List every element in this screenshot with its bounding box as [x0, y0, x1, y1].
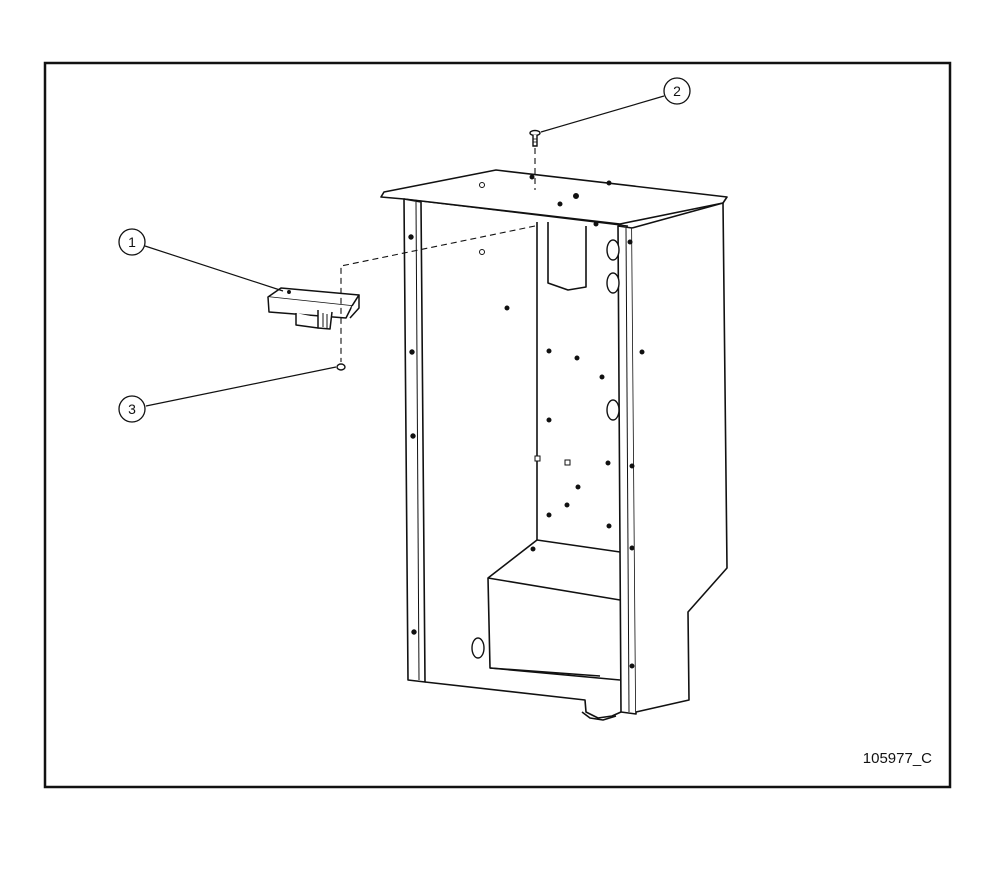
callout-1: 1 [118, 228, 146, 256]
drawing-number: 105977_C [863, 750, 932, 767]
drawing-frame [43, 61, 952, 789]
callout-3-label: 3 [128, 401, 136, 417]
conduit-knockouts [471, 239, 620, 659]
enclosure-holes [408, 174, 645, 669]
callout-2-label: 2 [673, 83, 681, 99]
leader-lines [144, 95, 665, 407]
callout-2: 2 [663, 77, 691, 105]
part-1-module [267, 287, 360, 330]
part-2-screw [529, 129, 541, 147]
callout-1-label: 1 [128, 234, 136, 250]
callout-3: 3 [118, 395, 146, 423]
part-3-nut [336, 363, 346, 371]
enclosure-housing [380, 169, 728, 721]
assembly-lines [340, 148, 536, 362]
